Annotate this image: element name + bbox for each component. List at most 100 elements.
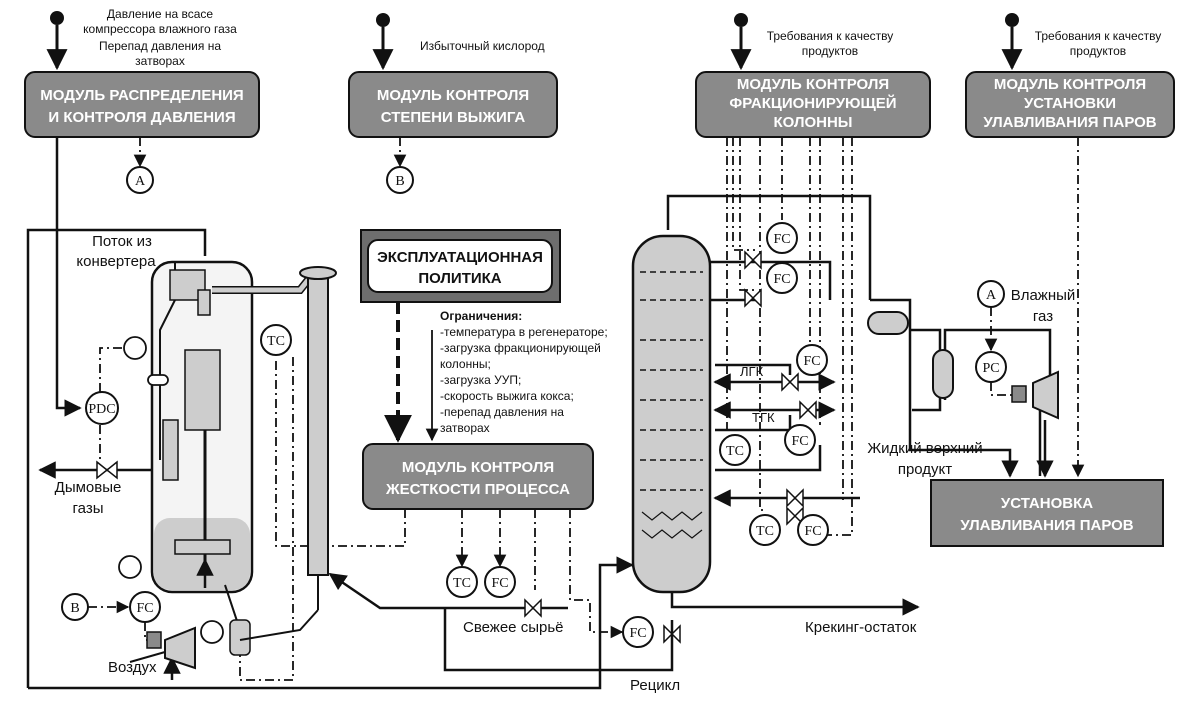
label-converter: Поток из [92, 233, 152, 250]
svg-text:КОЛОННЫ: КОЛОННЫ [774, 114, 853, 131]
input-text: компрессора влажного газа [83, 22, 237, 36]
controller-pc: PC [975, 351, 1007, 383]
label-recycle: Рецикл [630, 677, 680, 694]
input-text: Перепад давления на [99, 39, 221, 53]
svg-text:-температура в регенераторе;: -температура в регенераторе; [440, 325, 608, 339]
svg-text:PC: PC [982, 361, 999, 376]
valve-icon [96, 460, 118, 480]
input-text: Давление на всасе [107, 7, 213, 21]
svg-text:B: B [395, 174, 404, 189]
input-quality-2: Требования к качеству продуктов [1001, 13, 1162, 71]
svg-text:ФРАКЦИОНИРУЮЩЕЙ: ФРАКЦИОНИРУЮЩЕЙ [729, 94, 896, 112]
overhead-drum [867, 311, 909, 335]
controller-fc-hcgo: FC [784, 424, 816, 456]
controller-fc-feed: FC [484, 566, 516, 598]
sensors [118, 336, 224, 644]
air-compressor [146, 626, 196, 670]
sensor-icon [123, 336, 147, 360]
label-liquid-top: продукт [898, 461, 952, 478]
separator-drum [932, 349, 954, 399]
riser [239, 266, 337, 641]
input-text: продуктов [802, 44, 858, 58]
valve-icon [744, 250, 762, 270]
svg-text:-перепад давления на: -перепад давления на [440, 405, 564, 419]
operating-policy-box: ЭКСПЛУАТАЦИОННАЯ ПОЛИТИКА [360, 229, 561, 303]
input-quality-1: Требования к качеству продуктов [730, 13, 893, 71]
constraints-title: Ограничения: [440, 309, 522, 323]
controller-pdc: PDC [85, 391, 119, 425]
constraints-list: Ограничения: -температура в регенераторе… [440, 309, 608, 435]
svg-text:A: A [986, 288, 997, 303]
input-oxygen: Избыточный кислород [372, 13, 545, 71]
sensor-icon [147, 374, 169, 386]
connector-b-top: B [386, 166, 414, 194]
input-source-icon [376, 13, 390, 27]
svg-text:-загрузка фракционирующей: -загрузка фракционирующей [440, 341, 601, 355]
controller-fc-bottom: FC [797, 514, 829, 546]
stream-labels: Поток из конвертера Дымовые газы Воздух … [55, 233, 1076, 694]
regenerator-reactor [150, 260, 316, 656]
policy-line: ПОЛИТИКА [418, 270, 501, 287]
svg-text:УСТАНОВКИ: УСТАНОВКИ [1024, 95, 1116, 112]
svg-text:МОДУЛЬ КОНТРОЛЯ: МОДУЛЬ КОНТРОЛЯ [402, 459, 554, 476]
fractionator-column [631, 234, 712, 594]
controller-fc-recycle: FC [622, 616, 654, 648]
label-hcgo: ТГК [752, 410, 775, 425]
svg-text:FC: FC [803, 354, 820, 369]
connector-a-top: A [126, 166, 154, 194]
controller-fc-air: FC [129, 591, 161, 623]
valve-icon [663, 624, 681, 644]
controller-fc-lcgo: FC [796, 344, 828, 376]
label-wet-gas: газ [1033, 308, 1053, 325]
controller-tc-bottom: TC [749, 514, 781, 546]
label-residue: Крекинг-остаток [805, 619, 917, 636]
label-flue: Дымовые [55, 479, 122, 496]
controller-tc-feed: TC [446, 566, 478, 598]
svg-text:TC: TC [453, 576, 471, 591]
label-converter: конвертера [76, 253, 156, 270]
svg-text:МОДУЛЬ КОНТРОЛЯ: МОДУЛЬ КОНТРОЛЯ [377, 87, 529, 104]
svg-text:B: B [70, 601, 79, 616]
policy-line: ЭКСПЛУАТАЦИОННАЯ [377, 249, 543, 266]
label-air: Воздух [108, 659, 157, 676]
svg-text:FC: FC [773, 272, 790, 287]
input-text: Избыточный кислород [420, 39, 545, 53]
valve-icon [786, 488, 804, 508]
svg-text:FC: FC [136, 601, 153, 616]
input-source-icon [734, 13, 748, 27]
input-text: Требования к качеству [1035, 29, 1162, 43]
svg-text:МОДУЛЬ РАСПРЕДЕЛЕНИЯ: МОДУЛЬ РАСПРЕДЕЛЕНИЯ [40, 87, 243, 104]
vapor-recovery-unit: УСТАНОВКА УЛАВЛИВАНИЯ ПАРОВ [930, 479, 1164, 547]
valve-icon [781, 372, 799, 392]
svg-text:PDC: PDC [88, 402, 115, 417]
valve-icon [524, 598, 542, 618]
svg-text:-скорость выжига кокса;: -скорость выжига кокса; [440, 389, 574, 403]
input-pressure: Давление на всасе компрессора влажного г… [46, 7, 237, 71]
module-severity-control: МОДУЛЬ КОНТРОЛЯ ЖЕСТКОСТИ ПРОЦЕССА [362, 443, 594, 510]
controller-fc-reflux-2: FC [766, 262, 798, 294]
module-fractionator-control: МОДУЛЬ КОНТРОЛЯ ФРАКЦИОНИРУЮЩЕЙ КОЛОННЫ [695, 71, 931, 138]
sensor-icon [118, 555, 142, 579]
svg-text:FC: FC [629, 626, 646, 641]
svg-text:FC: FC [804, 524, 821, 539]
wet-gas-compressor [1011, 370, 1059, 420]
svg-text:И КОНТРОЛЯ ДАВЛЕНИЯ: И КОНТРОЛЯ ДАВЛЕНИЯ [48, 109, 235, 126]
svg-text:TC: TC [726, 444, 744, 459]
svg-text:-загрузка УУП;: -загрузка УУП; [440, 373, 521, 387]
valve-icon [799, 400, 817, 420]
sensor-icon [200, 620, 224, 644]
svg-text:FC: FC [491, 576, 508, 591]
svg-text:УСТАНОВКА: УСТАНОВКА [1001, 495, 1093, 512]
module-burn-control: МОДУЛЬ КОНТРОЛЯ СТЕПЕНИ ВЫЖИГА [348, 71, 558, 138]
module-pressure-control: МОДУЛЬ РАСПРЕДЕЛЕНИЯ И КОНТРОЛЯ ДАВЛЕНИЯ [24, 71, 260, 138]
svg-text:колонны;: колонны; [440, 357, 491, 371]
label-liquid-top: Жидкий верхний [867, 440, 982, 457]
svg-text:СТЕПЕНИ ВЫЖИГА: СТЕПЕНИ ВЫЖИГА [381, 109, 526, 126]
valve-icon [744, 288, 762, 308]
label-wet-gas: Влажный [1011, 287, 1076, 304]
process-lines [26, 137, 1054, 690]
svg-text:затворах: затворах [440, 421, 490, 435]
svg-text:ЖЕСТКОСТИ ПРОЦЕССА: ЖЕСТКОСТИ ПРОЦЕССА [385, 481, 570, 498]
input-source-icon [50, 11, 64, 25]
